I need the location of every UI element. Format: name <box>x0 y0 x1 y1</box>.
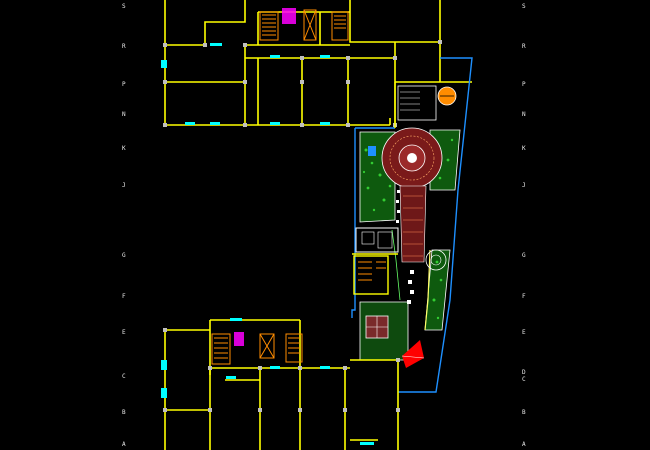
upper-window-marks <box>161 43 330 125</box>
lower-columns <box>163 328 400 412</box>
lower-window-marks <box>161 318 374 445</box>
grid-label: N <box>522 111 526 118</box>
grid-label: K <box>122 145 126 152</box>
lower-stair-core <box>211 332 303 365</box>
middle-walls <box>352 82 398 295</box>
round-feature <box>425 249 447 271</box>
grid-labels-left: S R P N K J G F E C B A <box>122 3 126 448</box>
circular-plaza <box>381 127 443 189</box>
feature-box <box>355 227 399 253</box>
upper-columns <box>163 40 442 127</box>
grid-label: S <box>522 3 526 10</box>
grid-label: C <box>522 376 526 383</box>
grid-labels-right: S R P N K J G F E D C B A <box>522 3 526 448</box>
grid-label: F <box>122 293 126 300</box>
grid-label: R <box>122 43 126 50</box>
grid-label: E <box>522 329 526 336</box>
grid-label: B <box>122 409 126 416</box>
grid-label: A <box>122 441 126 448</box>
seating-pavilion <box>365 315 389 339</box>
grid-label: E <box>122 329 126 336</box>
grid-label: N <box>122 111 126 118</box>
upper-stair-core <box>259 8 349 41</box>
grid-label: J <box>122 182 126 189</box>
middle-stair <box>358 261 386 281</box>
grid-label: D <box>522 369 526 376</box>
grid-label: C <box>122 373 126 380</box>
grid-label: R <box>522 43 526 50</box>
red-feature <box>401 340 425 368</box>
grid-label: P <box>122 81 126 88</box>
grid-label: J <box>522 182 526 189</box>
grid-label: K <box>522 145 526 152</box>
site-boundary <box>351 57 473 393</box>
pavilion <box>397 85 457 121</box>
grid-label: P <box>522 81 526 88</box>
grid-label: G <box>522 252 526 259</box>
marker-icon <box>368 146 376 156</box>
grid-label: S <box>122 3 126 10</box>
grid-label: A <box>522 441 526 448</box>
walkway <box>391 185 431 331</box>
grid-label: B <box>522 409 526 416</box>
grid-label: F <box>522 293 526 300</box>
grid-label: G <box>122 252 126 259</box>
